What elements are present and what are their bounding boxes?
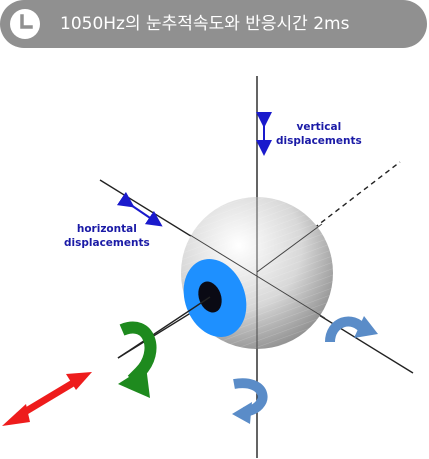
vertical-label-line2: displacements [276, 135, 362, 147]
clock-icon [10, 9, 40, 39]
roll-arrow-right [325, 316, 378, 343]
torsion-arrow-green [118, 321, 157, 398]
yaw-arrow-bottom [232, 378, 268, 424]
depth-displacement-arrow [2, 372, 92, 426]
horizontal-displacement-label: horizontal displacements [64, 222, 150, 250]
eye-diagram [2, 76, 414, 458]
page-title: 1050Hz의 눈추적속도와 반응시간 2ms [60, 14, 350, 34]
vertical-label-line1: vertical [296, 121, 342, 133]
horizontal-displacement-arrow [116, 191, 163, 227]
horizontal-label-line2: displacements [64, 237, 150, 249]
vertical-displacement-label: vertical displacements [276, 120, 362, 148]
horizontal-label-line1: horizontal [76, 223, 137, 235]
title-bar: 1050Hz의 눈추적속도와 반응시간 2ms [0, 0, 427, 48]
